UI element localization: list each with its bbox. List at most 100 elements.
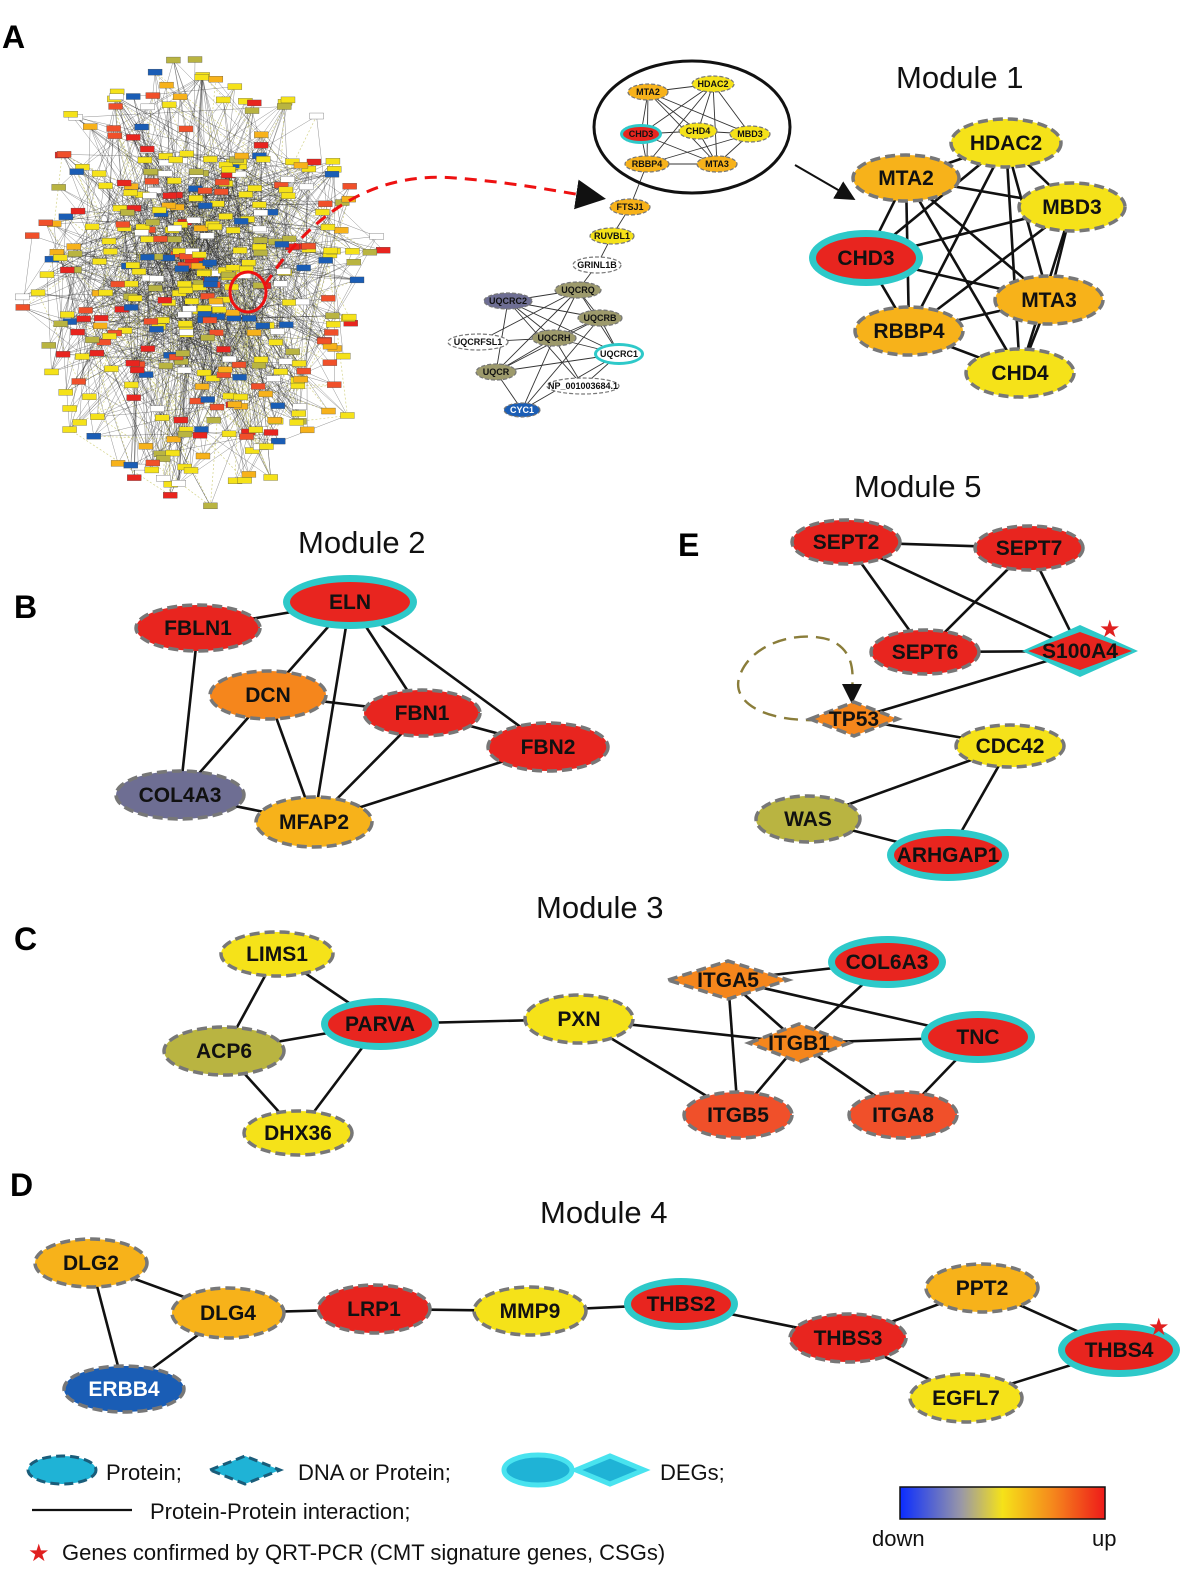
overview-edge [56, 252, 164, 459]
overview-edge [66, 261, 100, 315]
node-shape [316, 1283, 432, 1335]
overview-node [98, 289, 113, 297]
overview-node [266, 375, 281, 382]
overview-edge [166, 84, 282, 186]
overview-node [177, 280, 192, 288]
overview-node [280, 176, 295, 183]
m3-node-itgb5: ITGB5 [682, 1090, 794, 1140]
overview-node [245, 447, 260, 454]
overview-edge [93, 435, 174, 440]
m4-node-egfl7: EGFL7 [908, 1372, 1024, 1424]
overview-node [299, 183, 314, 191]
overview-edge [173, 59, 323, 213]
overview-node [142, 192, 157, 199]
overview-node [278, 186, 293, 193]
node-shape [290, 582, 410, 622]
overview-node [210, 313, 225, 320]
overview-edge [67, 269, 163, 418]
overview-node [254, 131, 269, 138]
overview-node [163, 492, 178, 499]
overview-node [182, 305, 197, 312]
overview-node [194, 74, 209, 81]
overview-edge [215, 79, 353, 252]
overview-node [253, 249, 268, 257]
overview-edge [58, 135, 116, 188]
node-label: PPT2 [956, 1277, 1009, 1300]
node-shape [924, 1262, 1040, 1314]
overview-edge [37, 292, 80, 382]
overview-node [208, 297, 224, 305]
m2-edge-eln-mfap2 [312, 601, 352, 823]
node-label: ITGB5 [707, 1104, 769, 1127]
node-label: ERBB4 [88, 1378, 160, 1401]
overview-node [144, 178, 159, 185]
overview-node [322, 359, 338, 366]
overview-node [93, 322, 108, 330]
overview-node [192, 432, 208, 439]
overview-node [252, 225, 267, 233]
overview-edge [165, 156, 179, 484]
overview-node [143, 318, 159, 325]
overview-edge [67, 239, 175, 271]
overview-node [188, 195, 204, 202]
legend-protein-shape [26, 1454, 98, 1486]
overview-edge [246, 345, 331, 437]
zoom-edge-uqcrc2-uqcr [495, 300, 509, 373]
node-label: CHD3 [629, 129, 654, 139]
node-shape [597, 346, 641, 362]
overview-edge [196, 285, 265, 402]
node-label: COL4A3 [139, 784, 222, 807]
overview-node [216, 346, 231, 353]
overview-edge [292, 199, 350, 352]
overview-node [336, 352, 351, 360]
overview-edge [266, 340, 325, 447]
overview-node [263, 474, 278, 481]
node-label: ITGB1 [768, 1032, 830, 1055]
m3-node-acp6: ACP6 [162, 1025, 286, 1077]
overview-node [279, 321, 294, 328]
legend-protein-label: Protein; [106, 1460, 182, 1485]
overview-node [293, 162, 309, 169]
overview-node [166, 435, 181, 443]
overview-node [199, 232, 215, 239]
overview-node [110, 280, 125, 288]
overview-node [117, 179, 132, 187]
overview-edge [124, 330, 259, 366]
overview-node [252, 243, 267, 251]
node-shape [1017, 181, 1127, 233]
overview-node [44, 368, 59, 376]
overview-edge [186, 153, 342, 231]
node-shape [170, 1286, 286, 1340]
m3-node-dhx36: DHX36 [242, 1109, 354, 1157]
overview-node [148, 285, 163, 292]
overview-node [38, 219, 53, 226]
overview-node [241, 471, 257, 478]
overview-edge [154, 71, 264, 160]
overview-node [225, 309, 240, 316]
overview-edge [234, 364, 240, 481]
overview-node [323, 247, 338, 254]
node-shape [554, 281, 602, 299]
node-shape [754, 794, 862, 844]
overview-node [197, 187, 213, 194]
node-label: MMP9 [500, 1300, 561, 1323]
node-shape [851, 153, 961, 203]
node-label: THBS4 [1085, 1339, 1154, 1362]
overview-edge [156, 329, 267, 447]
overview-node [221, 430, 237, 438]
overview-edge [225, 164, 302, 380]
overview-node [278, 358, 294, 365]
overview-node [221, 166, 236, 173]
overview-edge [200, 228, 297, 423]
overview-node [209, 403, 225, 411]
overview-node [184, 298, 200, 305]
overview-node [273, 280, 288, 287]
overview-node [258, 390, 273, 398]
overview-node [342, 183, 357, 190]
overview-edge [232, 164, 353, 252]
node-shape [162, 1025, 286, 1077]
node-label: UQCRH [538, 333, 571, 343]
zoom-node-hdac2: HDAC2 [691, 75, 735, 93]
overview-node [58, 213, 74, 220]
